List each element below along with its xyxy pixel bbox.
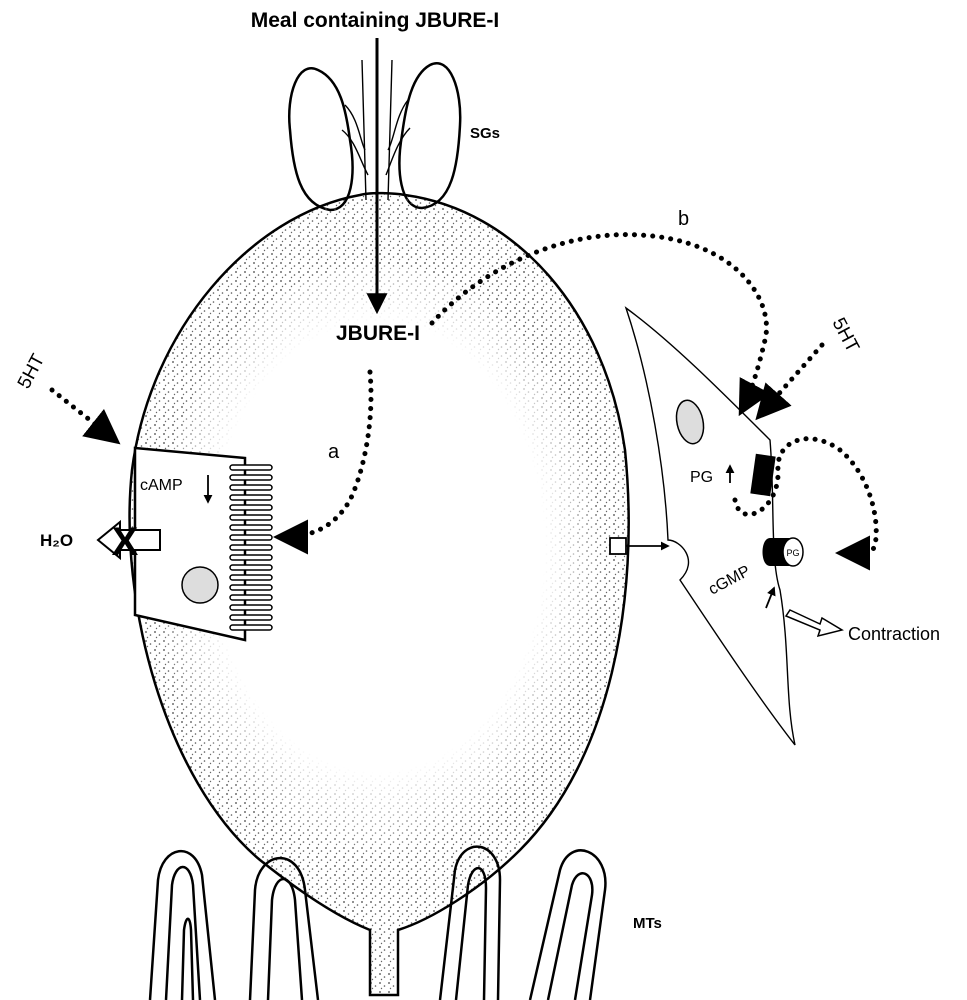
ht-left-label: 5HT <box>14 350 50 392</box>
pg-loop-dotted <box>732 436 879 571</box>
cgmp-label: cGMP <box>706 563 753 599</box>
path-a-label: a <box>328 441 340 463</box>
path-b-dotted <box>429 232 771 417</box>
salivary-gland-left <box>288 67 354 212</box>
microvilli <box>229 464 273 631</box>
zoom-box <box>609 537 627 555</box>
ht-right-arrow <box>755 342 825 421</box>
pg-synthesis-block <box>750 453 776 497</box>
sgs-label: SGs <box>470 125 500 142</box>
path-b-label: b <box>678 208 689 230</box>
pg-receptor: PG <box>762 537 804 567</box>
tubule-right-inner <box>438 845 502 1000</box>
path-a-dotted <box>273 369 374 555</box>
contraction-arrow <box>784 609 844 638</box>
water-efflux: H₂O X <box>40 519 161 564</box>
pg-receptor-label: PG <box>786 548 799 558</box>
tubule-left-inner <box>248 856 320 1000</box>
mts-label: MTs <box>633 915 662 932</box>
malpighian-tubules <box>148 845 607 1000</box>
tubule-right-outer <box>528 849 607 1000</box>
muscle-cell: PG PG cGMP <box>624 306 804 746</box>
block-x: X <box>112 520 139 564</box>
tubule-left-outer <box>148 849 217 1000</box>
meal-label: Meal containing JBURE-I <box>251 9 500 32</box>
salivary-glands <box>288 59 462 212</box>
cgmp-up-arrow <box>765 586 776 609</box>
jbure-label: JBURE-I <box>336 322 420 345</box>
hollow-arrow-left <box>96 519 161 561</box>
midgut <box>128 191 630 997</box>
ht-right-label: 5HT <box>828 314 864 356</box>
epithelial-nucleus <box>181 566 219 604</box>
pg-label: PG <box>690 469 713 486</box>
h2o-label: H₂O <box>40 531 73 550</box>
ht-left-arrow <box>49 387 121 445</box>
contraction-label: Contraction <box>848 624 940 644</box>
salivary-gland-right <box>398 62 462 210</box>
epithelial-cell: cAMP <box>133 446 273 642</box>
muscle-nucleus <box>675 399 705 445</box>
camp-label: cAMP <box>140 477 183 494</box>
